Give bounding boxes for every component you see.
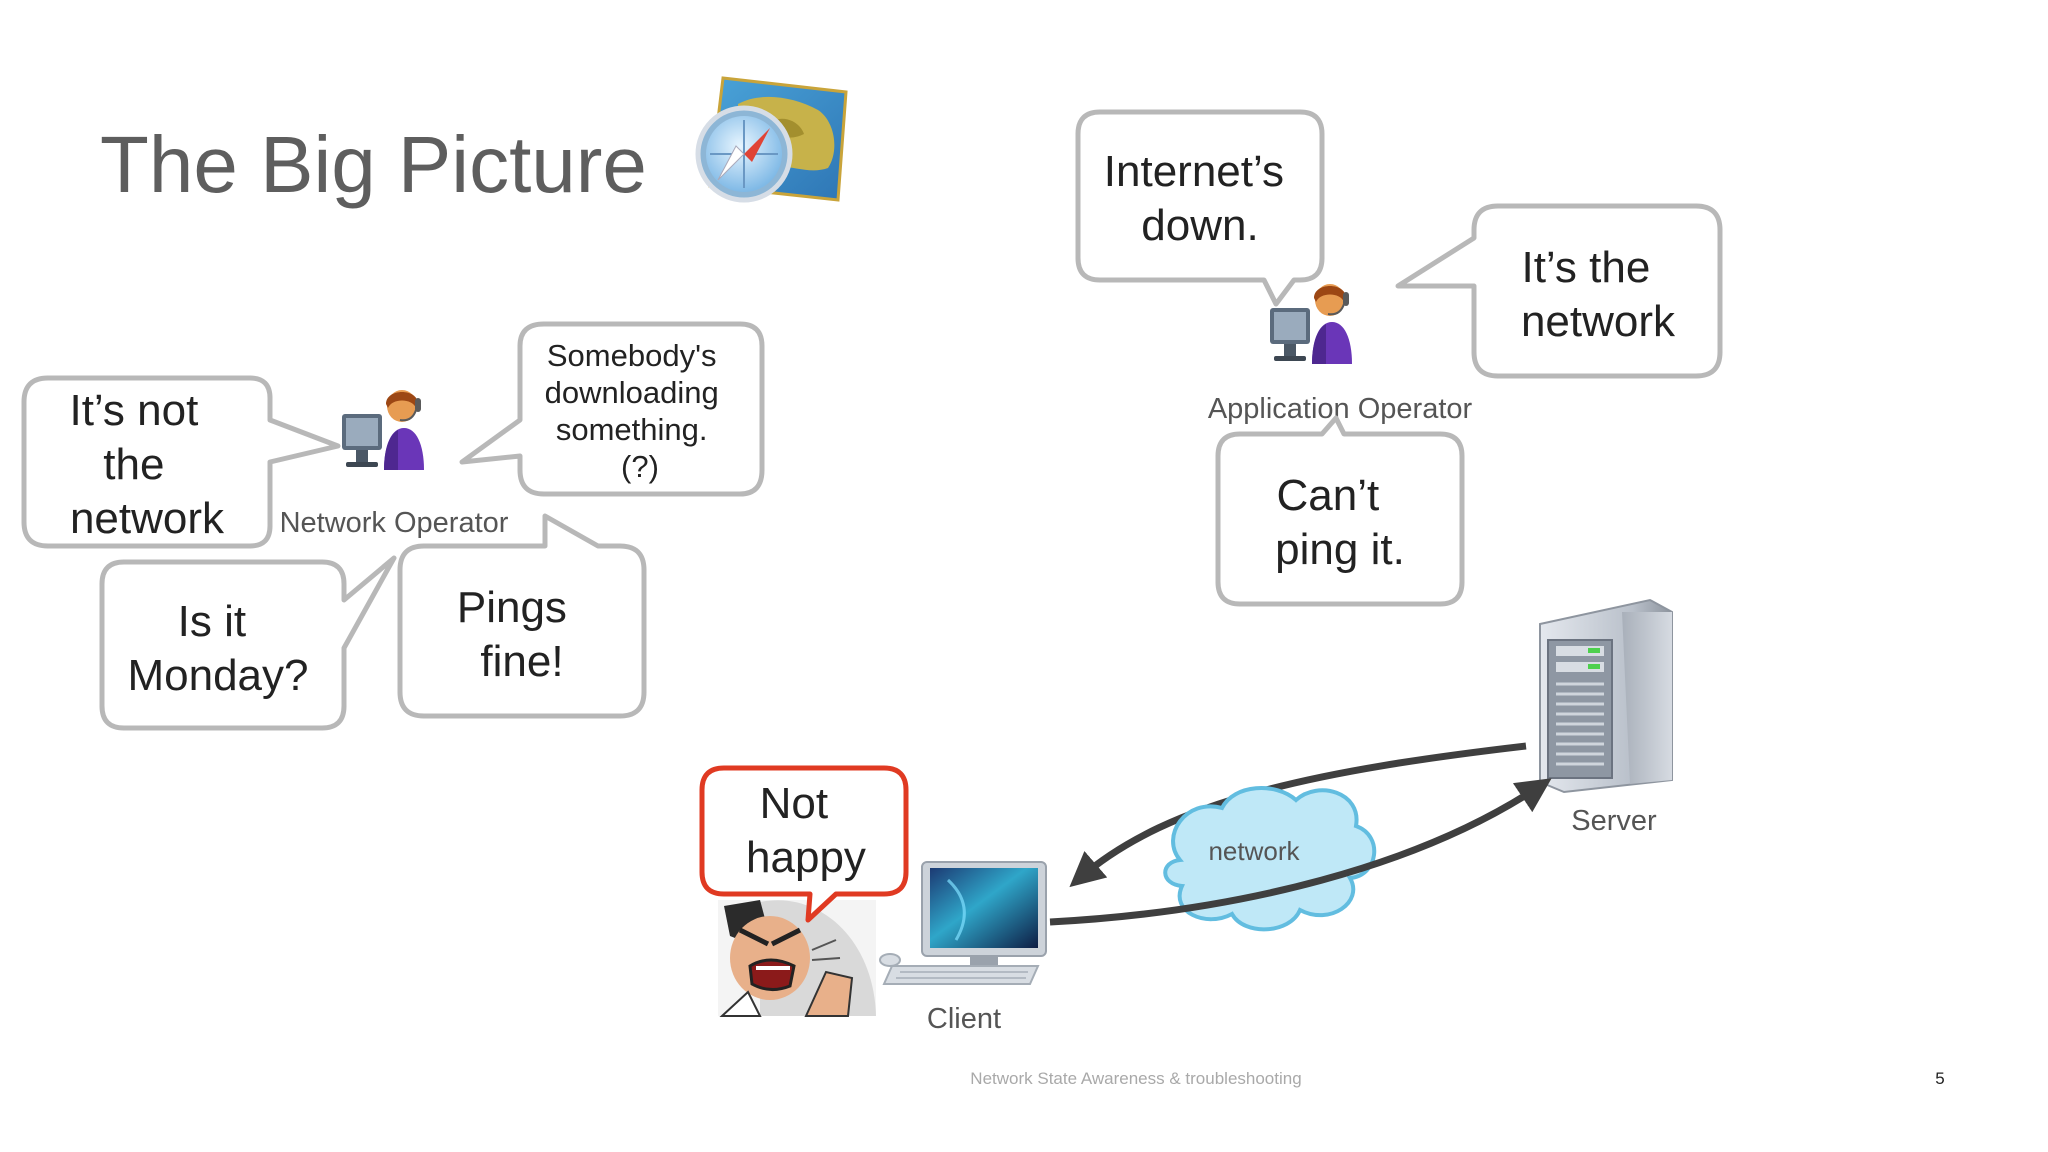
- bubble-line: something.: [556, 412, 708, 447]
- network-operator-label: Network Operator: [280, 507, 509, 539]
- speech-bubble-internets-down: Internet’s down.: [1075, 109, 1325, 307]
- speech-bubble-somebodys-downloading: Somebody's downloading something. (?): [459, 321, 765, 497]
- bubble-line: network: [1521, 297, 1676, 346]
- speech-bubble-its-the-network: It’s the network: [1395, 203, 1723, 379]
- speech-bubble-not-happy: Not happy: [699, 765, 909, 923]
- server-label: Server: [1571, 805, 1657, 837]
- speech-bubble-pings-fine: Pings fine!: [397, 513, 647, 719]
- application-operator-label: Application Operator: [1208, 393, 1473, 425]
- bubble-line: It’s not: [69, 386, 198, 435]
- bubble-line: Somebody's: [547, 338, 717, 373]
- network-label: network: [1208, 836, 1300, 866]
- bubble-line: Is it: [178, 597, 246, 646]
- bubble-line: ping it.: [1275, 525, 1405, 574]
- bubble-line: the: [103, 440, 164, 489]
- slide-footer: Network State Awareness & troubleshootin…: [970, 1069, 1301, 1088]
- bubble-line: down.: [1141, 201, 1258, 250]
- cloud-icon: [1163, 786, 1377, 932]
- server-tower-icon: [1539, 598, 1673, 794]
- arrow-client-to-server: [1049, 778, 1552, 926]
- svg-text:Pings fine!: Pings fine!: [457, 583, 579, 686]
- network-operator-icon: [341, 389, 425, 471]
- bubble-line: Pings: [457, 583, 567, 632]
- svg-text:It’s not the netwo: It’s not the network: [69, 386, 225, 543]
- bubble-line: Not: [760, 779, 828, 828]
- page-number: 5: [1935, 1069, 1944, 1088]
- svg-text:Somebody's downloading: Somebody's downloading something. (?): [545, 338, 728, 484]
- bubble-line: Internet’s: [1104, 147, 1284, 196]
- bubble-line: fine!: [480, 637, 563, 686]
- svg-text:Can’t ping it.: Can’t ping it.: [1275, 471, 1405, 574]
- desktop-computer-icon: [879, 861, 1047, 985]
- bubble-line: (?): [621, 449, 659, 484]
- bubble-line: downloading: [545, 375, 719, 410]
- angry-user-icon: [718, 900, 876, 1017]
- bubble-line: It’s the: [1521, 243, 1650, 292]
- bubble-line: network: [70, 494, 225, 543]
- slide-title: The Big Picture: [100, 120, 647, 209]
- speech-bubble-is-it-monday: Is it Monday?: [99, 555, 397, 731]
- map-compass-icon: [695, 76, 848, 203]
- client-label: Client: [927, 1003, 1001, 1035]
- bubble-line: Can’t: [1277, 471, 1380, 520]
- bubble-line: Monday?: [127, 651, 308, 700]
- speech-bubble-cant-ping-it: Can’t ping it.: [1215, 415, 1465, 607]
- svg-text:Internet’s down.: Internet’s down.: [1104, 147, 1296, 250]
- svg-text:It’s the network: It’s the network: [1521, 243, 1676, 346]
- svg-text:Is it Monday?: Is it Monday?: [127, 597, 308, 700]
- speech-bubble-its-not-the-network: It’s not the network: [21, 375, 341, 549]
- bubble-line: happy: [746, 833, 866, 882]
- svg-text:Not happy: Not happy: [746, 779, 866, 882]
